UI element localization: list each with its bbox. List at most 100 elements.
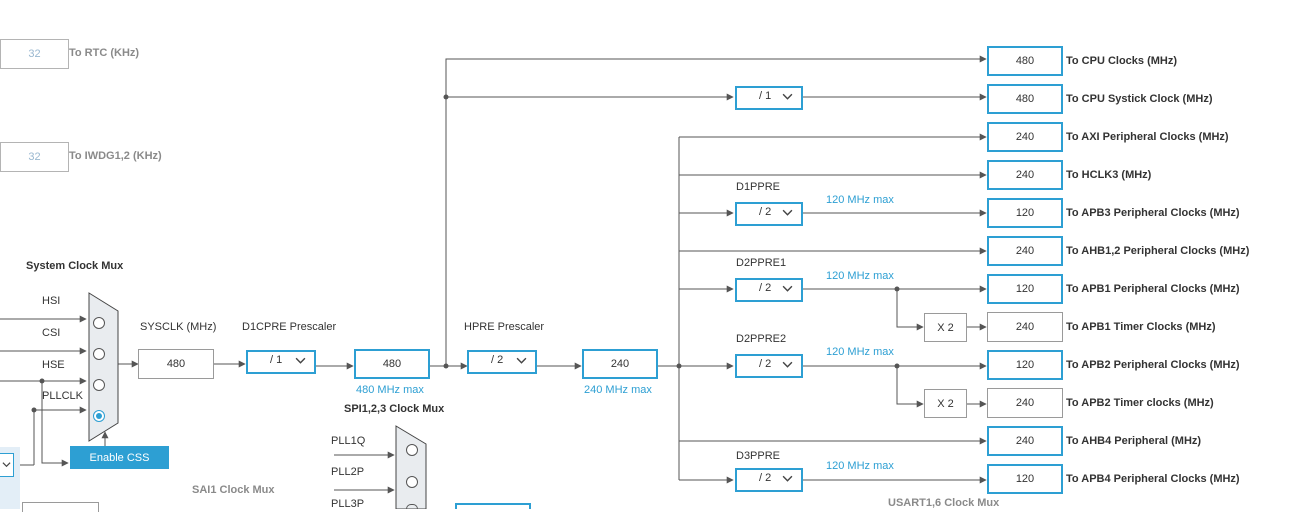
output-box-axi[interactable]: 240 xyxy=(987,122,1063,152)
output-box-apb1-timer[interactable]: 240 xyxy=(987,312,1063,342)
radio-pll1q[interactable] xyxy=(406,444,418,456)
d1ppre-select[interactable]: / 2 xyxy=(735,202,803,226)
output-box-cpu-systick[interactable]: 480 xyxy=(987,84,1063,114)
output-label-apb1-timer: To APB1 Timer Clocks (MHz) xyxy=(1066,321,1216,333)
output-label-apb2: To APB2 Peripheral Clocks (MHz) xyxy=(1066,359,1240,371)
usart-clock-mux-title: USART1,6 Clock Mux xyxy=(888,497,1000,509)
radio-hsi[interactable] xyxy=(93,317,105,329)
iwdg-value-box: 32 xyxy=(0,142,69,172)
d3ppre-select[interactable]: / 2 xyxy=(735,468,803,492)
spi-output-box[interactable] xyxy=(455,503,531,509)
pllclk-label: PLLCLK xyxy=(42,390,83,402)
systick-divider-value: / 1 xyxy=(759,90,772,102)
cropped-dropdown[interactable] xyxy=(0,453,14,477)
chevron-down-icon xyxy=(2,462,11,468)
radio-csi[interactable] xyxy=(93,348,105,360)
rtc-value: 32 xyxy=(28,48,41,60)
chevron-down-icon xyxy=(516,357,527,364)
output-value: 120 xyxy=(1015,207,1035,219)
systick-divider-select[interactable]: / 1 xyxy=(735,86,803,110)
sysclk-value: 480 xyxy=(166,358,186,370)
d1-output-box[interactable]: 480 xyxy=(354,349,430,379)
output-value: 120 xyxy=(1015,359,1035,371)
output-box-ahb4[interactable]: 240 xyxy=(987,426,1063,456)
pll1q-label: PLL1Q xyxy=(331,435,366,447)
d1cpre-value: / 1 xyxy=(270,354,283,366)
hsi-label: HSI xyxy=(42,295,61,307)
d2ppre1-max-label: 120 MHz max xyxy=(826,270,894,282)
d2ppre2-max-label: 120 MHz max xyxy=(826,346,894,358)
chevron-down-icon xyxy=(782,209,793,216)
radio-pll2p[interactable] xyxy=(406,476,418,488)
spi-clock-mux-shape xyxy=(395,425,427,509)
output-box-apb1[interactable]: 120 xyxy=(987,274,1063,304)
d1-max-label: 480 MHz max xyxy=(356,384,424,396)
apb1-timer-multiplier: X 2 xyxy=(924,313,967,342)
output-label-axi: To AXI Peripheral Clocks (MHz) xyxy=(1066,131,1229,143)
chevron-down-icon xyxy=(782,361,793,368)
radio-hse[interactable] xyxy=(93,379,105,391)
d2ppre1-label: D2PPRE1 xyxy=(736,257,787,269)
output-label-cpu-systick: To CPU Systick Clock (MHz) xyxy=(1066,93,1213,105)
d2ppre2-select[interactable]: / 2 xyxy=(735,354,803,378)
output-label-hclk3: To HCLK3 (MHz) xyxy=(1066,169,1152,181)
d2ppre1-value: / 2 xyxy=(759,282,772,294)
system-clock-mux-title: System Clock Mux xyxy=(26,260,124,272)
enable-css-button[interactable]: Enable CSS xyxy=(70,446,169,469)
radio-pll3p[interactable] xyxy=(406,504,418,509)
output-box-ahb12[interactable]: 240 xyxy=(987,236,1063,266)
hpre-max-label: 240 MHz max xyxy=(584,384,652,396)
output-value: 240 xyxy=(1015,435,1035,447)
sysclk-value-box[interactable]: 480 xyxy=(138,349,214,379)
pll2p-label: PLL2P xyxy=(331,466,365,478)
d3ppre-max-label: 120 MHz max xyxy=(826,460,894,472)
output-label-apb3: To APB3 Peripheral Clocks (MHz) xyxy=(1066,207,1240,219)
csi-label: CSI xyxy=(42,327,61,339)
output-box-apb3[interactable]: 120 xyxy=(987,198,1063,228)
output-value: 240 xyxy=(1015,245,1035,257)
output-label-ahb4: To AHB4 Peripheral (MHz) xyxy=(1066,435,1202,447)
apb2-timer-multiplier-value: X 2 xyxy=(937,397,954,410)
chevron-down-icon xyxy=(782,475,793,482)
hpre-label: HPRE Prescaler xyxy=(464,321,545,333)
d1cpre-select[interactable]: / 1 xyxy=(246,350,316,374)
output-box-cpu[interactable]: 480 xyxy=(987,46,1063,76)
output-label-apb1: To APB1 Peripheral Clocks (MHz) xyxy=(1066,283,1240,295)
iwdg-label: To IWDG1,2 (KHz) xyxy=(69,150,162,162)
output-value: 480 xyxy=(1015,55,1035,67)
d2ppre1-select[interactable]: / 2 xyxy=(735,278,803,302)
output-label-apb2-timer: To APB2 Timer clocks (MHz) xyxy=(1066,397,1214,409)
output-box-apb4[interactable]: 120 xyxy=(987,464,1063,494)
output-box-apb2[interactable]: 120 xyxy=(987,350,1063,380)
apb2-timer-multiplier: X 2 xyxy=(924,389,967,418)
chevron-down-icon xyxy=(295,357,306,364)
hse-label: HSE xyxy=(42,359,65,371)
rtc-label: To RTC (KHz) xyxy=(69,47,140,59)
spi-clock-mux-title: SPI1,2,3 Clock Mux xyxy=(344,403,445,415)
d1cpre-label: D1CPRE Prescaler xyxy=(242,321,337,333)
sai1-clock-mux-title: SAI1 Clock Mux xyxy=(192,484,275,496)
pll3p-label: PLL3P xyxy=(331,498,365,510)
output-box-hclk3[interactable]: 240 xyxy=(987,160,1063,190)
hpre-output-box[interactable]: 240 xyxy=(582,349,658,379)
output-box-apb2-timer[interactable]: 240 xyxy=(987,388,1063,418)
d2ppre2-label: D2PPRE2 xyxy=(736,333,787,345)
output-value: 120 xyxy=(1015,283,1035,295)
output-value: 240 xyxy=(1015,397,1035,409)
d1-output-value: 480 xyxy=(382,358,402,370)
output-label-ahb12: To AHB1,2 Peripheral Clocks (MHz) xyxy=(1066,245,1250,257)
output-value: 240 xyxy=(1015,321,1035,333)
d3ppre-label: D3PPRE xyxy=(736,450,781,462)
d2ppre2-value: / 2 xyxy=(759,358,772,370)
hpre-value: / 2 xyxy=(491,354,504,366)
cropped-box xyxy=(22,502,99,512)
chevron-down-icon xyxy=(782,93,793,100)
output-value: 240 xyxy=(1015,169,1035,181)
radio-pllclk[interactable] xyxy=(93,410,105,422)
hpre-select[interactable]: / 2 xyxy=(467,350,537,374)
d1ppre-value: / 2 xyxy=(759,206,772,218)
output-value: 120 xyxy=(1015,473,1035,485)
apb1-timer-multiplier-value: X 2 xyxy=(937,321,954,334)
iwdg-value: 32 xyxy=(28,151,41,163)
